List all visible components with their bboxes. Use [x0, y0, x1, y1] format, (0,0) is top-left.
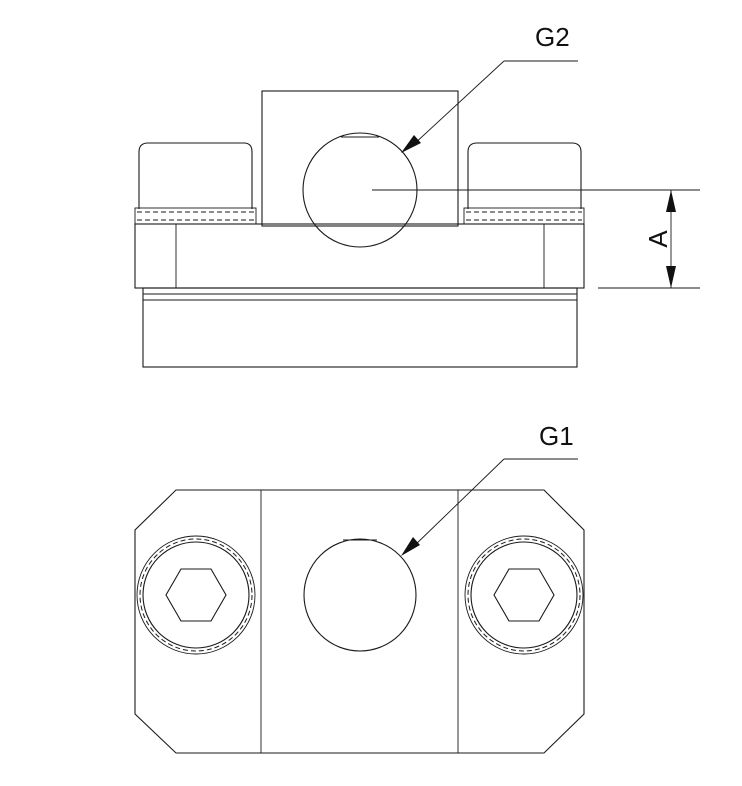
left-bolt-head	[142, 541, 250, 649]
side-view: A G2	[134, 22, 700, 368]
side-view-center-block	[261, 90, 459, 227]
right-bolt-hex-socket-icon	[493, 568, 555, 622]
leader-g1: G1	[401, 421, 578, 556]
dimension-a-arrow-bottom	[666, 266, 676, 288]
right-bolt-head	[470, 541, 578, 649]
left-bolt-hex-socket-icon	[165, 568, 227, 622]
dimension-a-arrow-top	[666, 190, 676, 212]
left-bolt-knurl-outer	[136, 535, 256, 655]
top-view-outline	[134, 489, 585, 754]
top-view: G1	[134, 421, 585, 754]
side-view-base-plate	[142, 287, 578, 368]
leader-g2: G2	[401, 22, 578, 153]
top-view-bore-g1	[303, 538, 417, 652]
side-view-left-bolt-head	[138, 142, 253, 209]
side-view-right-bolt-head	[467, 142, 582, 209]
left-bolt-knurl-dashes	[139, 538, 253, 652]
leader-g1-arrowhead	[401, 537, 420, 556]
side-view-right-knurl-band	[463, 207, 585, 225]
leader-g2-arrowhead	[401, 135, 421, 153]
side-view-left-knurl-band	[134, 207, 257, 225]
leader-g1-label: G1	[539, 421, 574, 451]
right-bolt-knurl-dashes	[467, 538, 581, 652]
right-bolt-knurl-outer	[464, 535, 584, 655]
dimension-a-label: A	[643, 230, 673, 248]
top-view-left-bolt	[136, 535, 256, 655]
top-view-right-bolt	[464, 535, 584, 655]
leader-g2-label: G2	[535, 22, 570, 52]
side-view-clamp-body	[134, 223, 585, 289]
dimension-a: A	[643, 190, 676, 288]
